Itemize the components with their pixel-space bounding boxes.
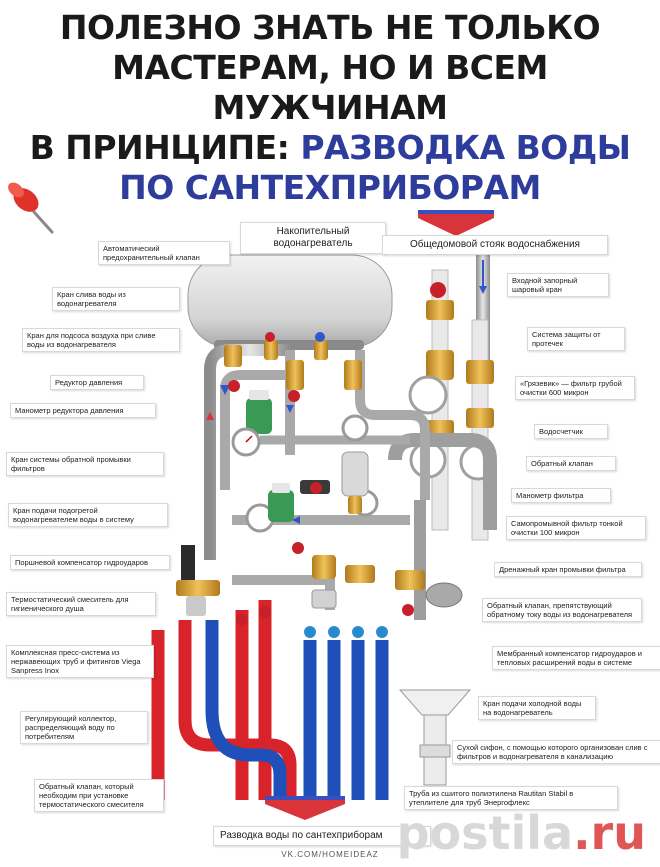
outflow-arrow	[265, 798, 345, 820]
headline-line-4: ПО САНТЕХПРИБОРАМ	[119, 168, 541, 207]
label-gauge-reducer: Манометр редуктора давления	[10, 403, 156, 418]
self-cleaning-filter	[341, 451, 369, 497]
label-backwash: Кран системы обратной промывки фильтров	[6, 452, 164, 476]
headline-line-1: ПОЛЕЗНО ЗНАТЬ НЕ ТОЛЬКО	[59, 8, 601, 47]
label-air-valve: Кран для подсоса воздуха при сливе воды …	[22, 328, 180, 352]
label-mud-filter: «Грязевик» — фильтр грубой очистки 600 м…	[515, 376, 635, 400]
pressure-reducer	[246, 398, 272, 434]
source-credit: VK.COM/HOMEIDEAZ	[281, 850, 379, 859]
plumbing-diagram	[151, 210, 497, 820]
label-check-heater: Обратный клапан, препятствующий обратном…	[482, 598, 642, 622]
headline-line-2: МАСТЕРАМ, НО И ВСЕМ МУЖЧИНАМ	[112, 48, 548, 127]
label-supply-heated: Кран подачи подогретой водонагревателем …	[8, 503, 168, 527]
label-auto-valve: Автоматический предохранительный клапан	[98, 241, 230, 265]
label-mixer: Термостатический смеситель для гигиениче…	[6, 592, 156, 616]
label-press: Комплексная пресс-система из нержавеющих…	[6, 645, 154, 678]
label-self-clean: Самопромывной фильтр тонкой очистки 100 …	[506, 516, 646, 540]
label-distribution: Разводка воды по сантехприборам	[213, 826, 431, 846]
piston-compensator	[181, 545, 195, 585]
collector-valves	[236, 606, 388, 638]
label-drain-flush: Дренажный кран промывки фильтра	[494, 562, 642, 577]
label-rautitan: Труба из сшитого полиэтилена Rautitan St…	[404, 786, 618, 810]
label-check-mixer: Обратный клапан, который необходим при у…	[34, 779, 164, 812]
dry-siphon	[398, 689, 472, 786]
label-riser: Общедомовой стояк водоснабжения	[382, 235, 608, 255]
water-heater	[187, 254, 393, 350]
headline-line-3-dark: В ПРИНЦИПЕ:	[29, 128, 301, 167]
label-piston: Поршневой компенсатор гидроударов	[10, 555, 170, 570]
label-reducer: Редуктор давления	[50, 375, 144, 390]
headline-line-3: В ПРИНЦИПЕ: РАЗВОДКА ВОДЫ	[0, 128, 660, 168]
headline-line-3-blue: РАЗВОДКА ВОДЫ	[300, 128, 631, 167]
label-leak: Система защиты от протечек	[527, 327, 625, 351]
water-meter-1	[408, 375, 448, 415]
label-collector: Регулирующий коллектор, распределяющий в…	[20, 711, 148, 744]
label-membrane: Мембранный компенсатор гидроударов и теп…	[492, 646, 660, 670]
pushpin-icon	[8, 182, 54, 234]
headline: ПОЛЕЗНО ЗНАТЬ НЕ ТОЛЬКО МАСТЕРАМ, НО И В…	[0, 8, 660, 208]
label-check: Обратный клапан	[526, 456, 616, 471]
hot-water-pipes	[151, 600, 297, 800]
inflow-arrow	[418, 212, 494, 236]
membrane-compensator	[425, 582, 463, 608]
label-drain-valve: Кран слива воды из водонагревателя	[52, 287, 180, 311]
label-inlet-valve: Входной запорный шаровый кран	[507, 273, 609, 297]
label-heater: Накопительный водонагреватель	[240, 222, 386, 254]
label-meter: Водосчетчик	[534, 424, 608, 439]
label-cold-supply: Кран подачи холодной воды на водонагрева…	[478, 696, 596, 720]
label-filter-gauge: Манометр фильтра	[511, 488, 611, 503]
label-siphon: Сухой сифон, с помощью которого организо…	[452, 740, 660, 764]
watermark: postila.ru	[396, 806, 646, 860]
cold-water-pipes	[205, 620, 389, 800]
